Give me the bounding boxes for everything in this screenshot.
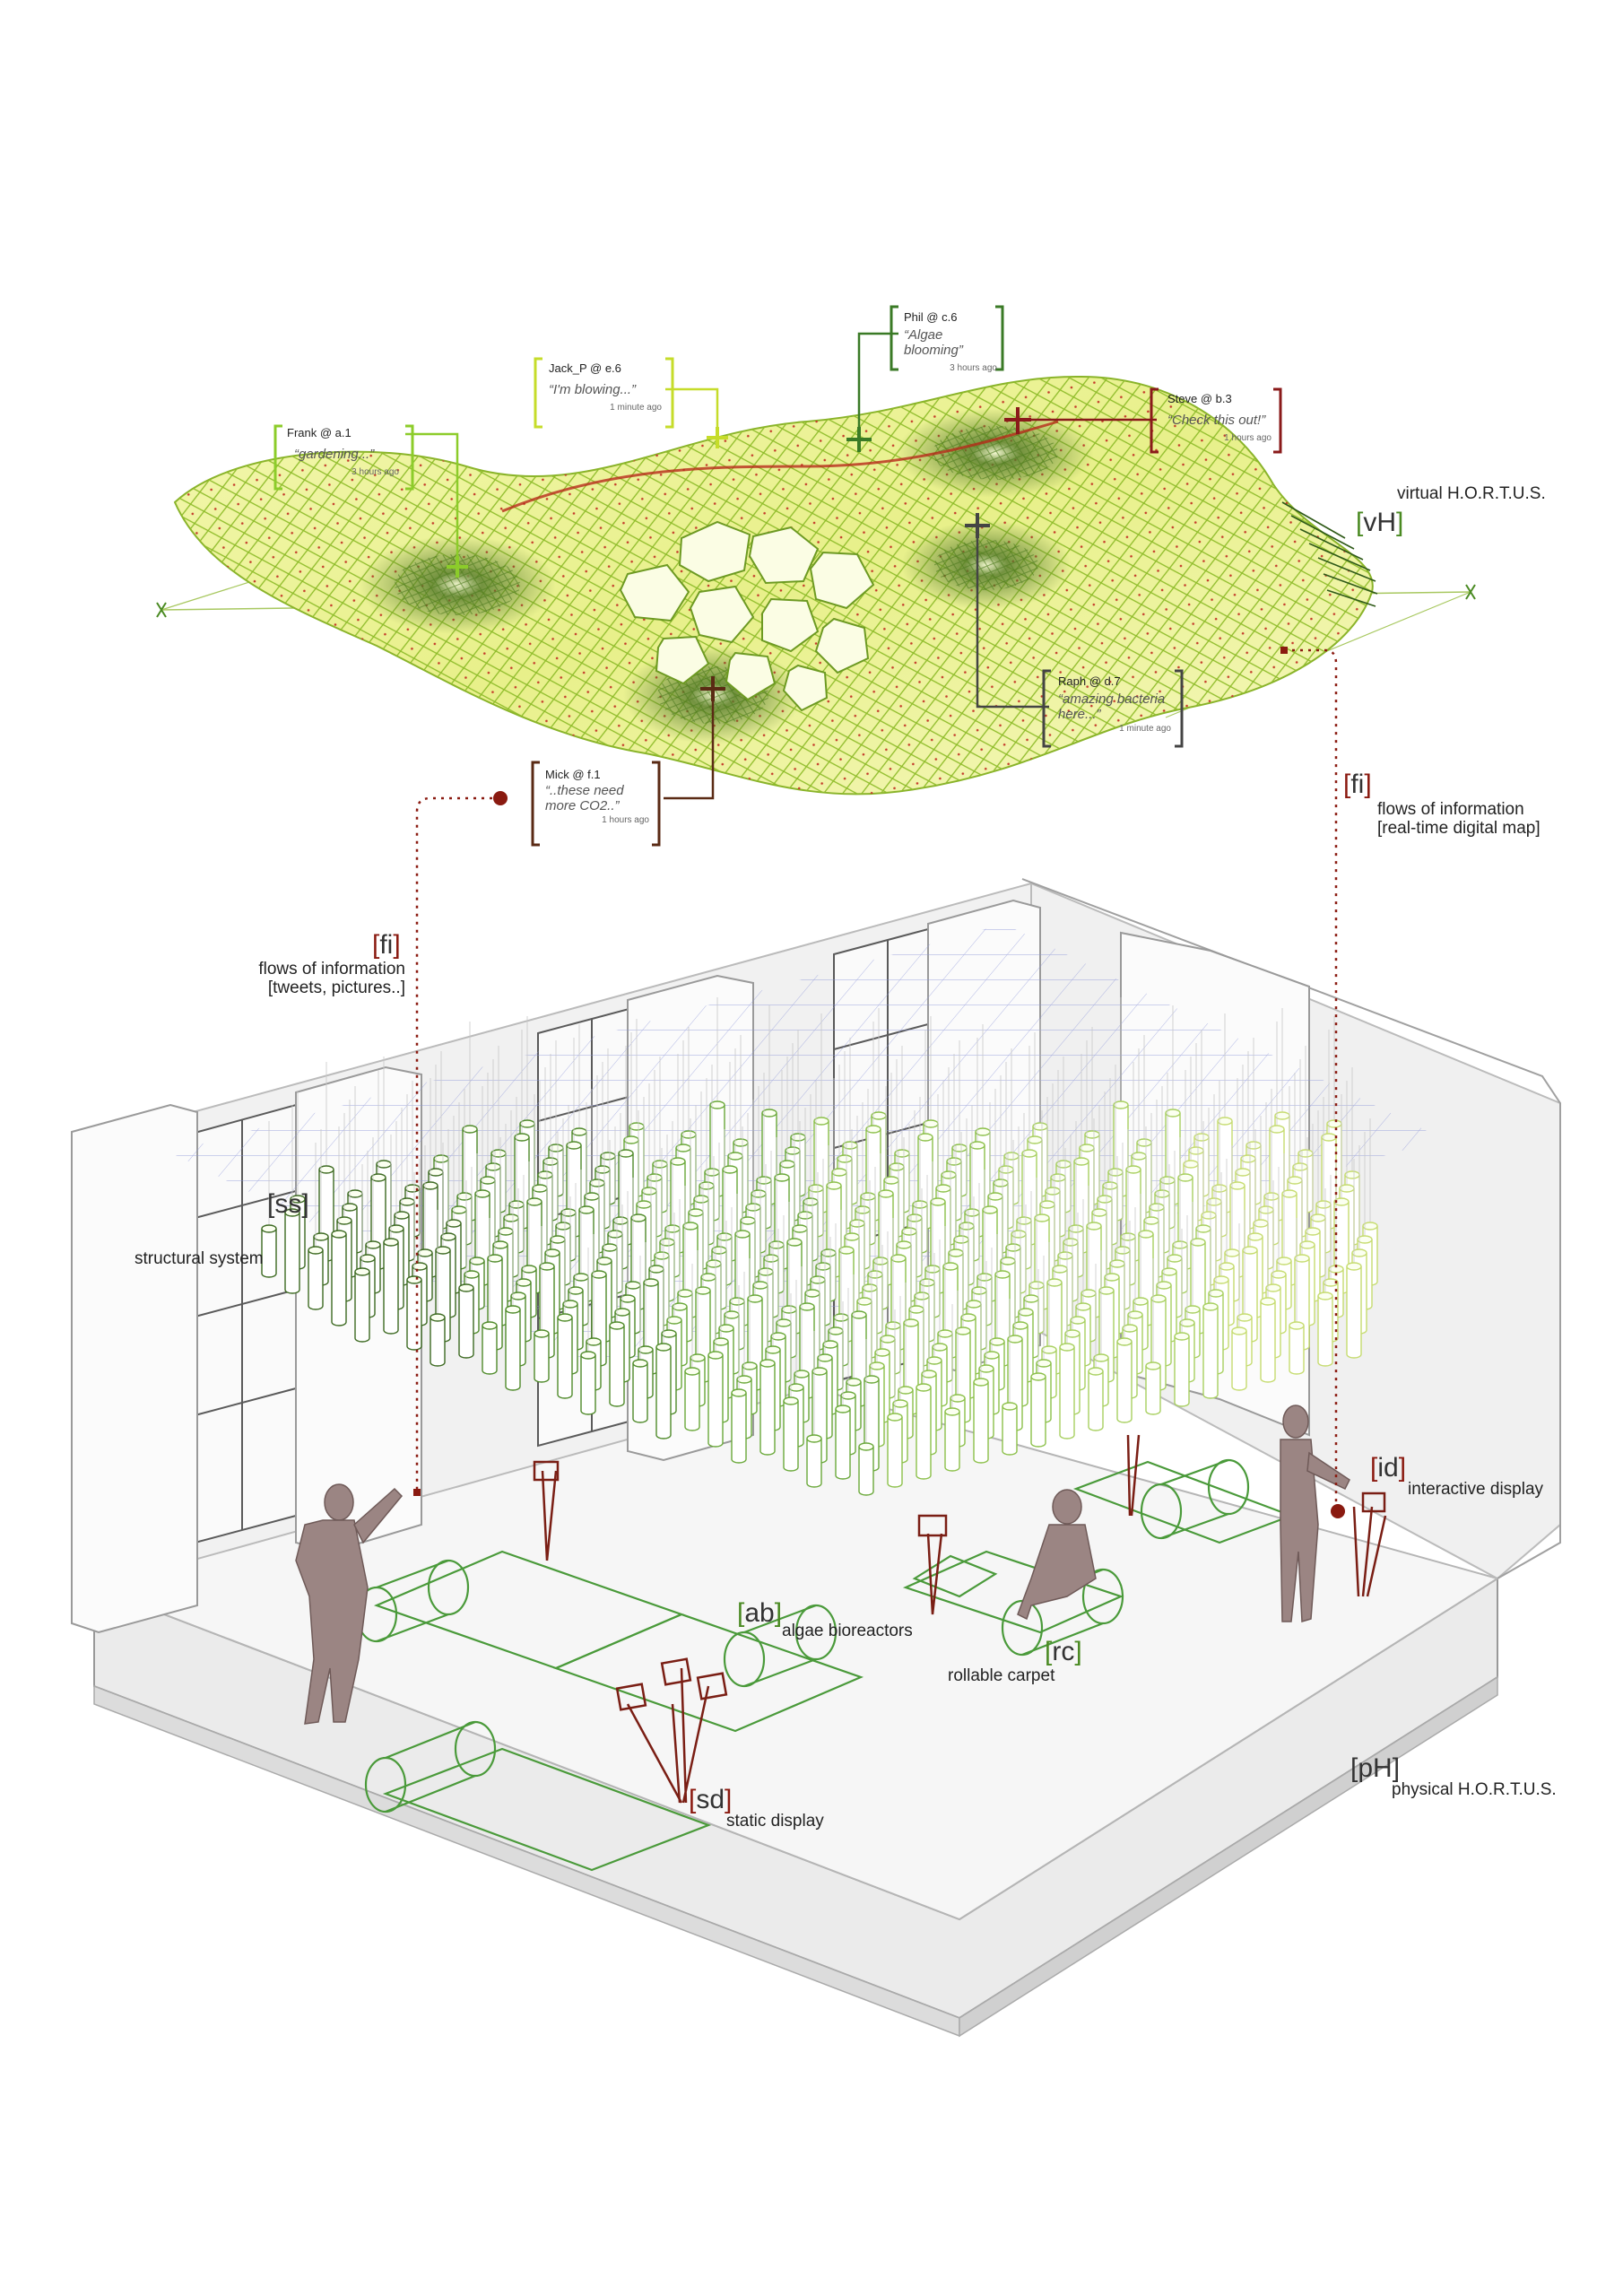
- bioreactor-tube: [806, 1331, 822, 1488]
- bioreactor-tube: [783, 1293, 799, 1472]
- virtual-hortus-label: virtual H.O.R.T.U.S.: [1397, 484, 1546, 503]
- bioreactor-tube: [1116, 1234, 1133, 1423]
- bioreactor-tube: [887, 1309, 903, 1488]
- bioreactor-tube: [1145, 1258, 1161, 1415]
- static-display: [533, 1434, 1387, 1804]
- bioreactor-tube: [731, 1285, 747, 1464]
- virtual-mesh: [156, 375, 1476, 796]
- info-flow-lines: [415, 648, 1338, 1507]
- flows-left-label: flows of information [tweets, pictures..…: [217, 960, 405, 997]
- structural-system-code: [ss]: [267, 1189, 309, 1219]
- flows-right-label: flows of information [real-time digital …: [1377, 800, 1541, 838]
- flows-left-line2: [tweets, pictures..]: [267, 978, 405, 997]
- bioreactor-tube: [916, 1280, 932, 1480]
- algae-bioreactors: [261, 997, 1378, 1496]
- bioreactor-tube: [580, 1248, 596, 1415]
- structural-system-label: structural system: [135, 1249, 264, 1268]
- callout-user: Frank @ a.1: [287, 426, 352, 439]
- flows-left-line1: flows of information: [258, 960, 405, 978]
- algae-bioreactors-label: algae bioreactors: [782, 1622, 913, 1640]
- bioreactor-tube: [354, 1164, 370, 1343]
- bioreactor-tube: [505, 1202, 521, 1391]
- physical-hortus-label: physical H.O.R.T.U.S.: [1392, 1780, 1557, 1799]
- callout-user: Phil @ c.6: [904, 310, 958, 324]
- callout-message-line2: more CO2..”: [545, 798, 620, 813]
- callout-message: “Algae blooming”: [904, 327, 963, 358]
- callout-time: 1 minute ago: [610, 403, 662, 413]
- people-silhouettes: [295, 1405, 1350, 1725]
- bioreactor-tube: [1030, 1269, 1046, 1448]
- bioreactor-tube: [557, 1210, 573, 1399]
- bioreactor-tube: [1088, 1264, 1104, 1431]
- bioreactor-tube: [655, 1239, 672, 1439]
- flows-right-code: [fi]: [1343, 770, 1372, 799]
- callout-time: 1 minute ago: [1119, 724, 1171, 734]
- callout-message-line2: here...”: [1058, 707, 1101, 722]
- bioreactor-tube: [1260, 1194, 1276, 1383]
- bioreactor-tube: [1317, 1188, 1333, 1367]
- callout-user: Steve @ b.3: [1167, 392, 1232, 405]
- static-display-code: [sd]: [689, 1785, 733, 1814]
- callout-time: 1 hours ago: [602, 815, 649, 825]
- bioreactor-tube: [261, 1121, 277, 1278]
- callout-message-line1: “..these need: [545, 783, 624, 798]
- bioreactor-tube: [383, 1135, 399, 1335]
- bioreactor-tube: [458, 1180, 474, 1359]
- bioreactor-tube: [707, 1248, 724, 1448]
- callout-time: 1 hours ago: [1224, 433, 1271, 443]
- bioreactor-tube: [331, 1126, 347, 1326]
- flows-right-line1: flows of information: [1377, 800, 1524, 819]
- callout-frank: Frank @ a.1 “gardening...” 3 hours ago: [287, 426, 399, 477]
- physical-hortus-code: [pH]: [1350, 1753, 1401, 1783]
- bioreactor-tube: [534, 1226, 550, 1383]
- bioreactor-tube: [308, 1143, 324, 1310]
- callout-user: Raph @ d.7: [1058, 674, 1121, 688]
- bioreactor-tube: [759, 1256, 776, 1456]
- interactive-display-code: [id]: [1370, 1453, 1407, 1483]
- bioreactor-tube: [482, 1218, 498, 1375]
- bioreactor-tube: [1346, 1159, 1362, 1359]
- bioreactor-tube: [684, 1264, 700, 1431]
- flows-left-code: [fi]: [372, 930, 401, 960]
- callout-raph: Raph @ d.7 “amazing bacteria here...” 1 …: [1058, 674, 1171, 734]
- bioreactor-tube: [1289, 1218, 1305, 1375]
- bioreactor-tube: [858, 1339, 874, 1496]
- callout-brackets: [273, 305, 1282, 847]
- bioreactor-tube: [632, 1256, 648, 1423]
- bioreactor-tube: [973, 1274, 989, 1464]
- virtual-hortus-code: [vH]: [1356, 508, 1404, 537]
- rollable-carpet-code: [rc]: [1045, 1637, 1082, 1666]
- bioreactor-tube: [284, 1105, 300, 1294]
- bioreactor-tube: [1202, 1199, 1219, 1399]
- callout-user: Mick @ f.1: [545, 768, 601, 781]
- algae-bioreactors-code: [ab]: [737, 1598, 783, 1628]
- callout-user: Jack_P @ e.6: [549, 361, 621, 375]
- callout-phil: Phil @ c.6 “Algae blooming” 3 hours ago: [904, 310, 997, 373]
- callout-jack: Jack_P @ e.6 “I'm blowing...” 1 minute a…: [549, 361, 662, 413]
- bioreactor-tube: [835, 1301, 851, 1480]
- bioreactor-tube: [1002, 1299, 1018, 1456]
- static-display-label: static display: [726, 1812, 824, 1831]
- bioreactor-tube: [1231, 1223, 1247, 1391]
- callout-steve: Steve @ b.3 “Check this out!” 1 hours ag…: [1167, 392, 1271, 443]
- bioreactor-tube: [944, 1304, 960, 1472]
- callout-time: 3 hours ago: [950, 363, 997, 373]
- bioreactor-tube: [609, 1218, 625, 1407]
- bioreactor-tube: [430, 1210, 446, 1367]
- callout-message-line1: “amazing bacteria: [1058, 691, 1166, 707]
- callout-message: “gardening...”: [294, 447, 375, 462]
- rollable-carpet-label: rollable carpet: [948, 1666, 1055, 1685]
- bioreactor-tube: [406, 1172, 422, 1351]
- callout-mick: Mick @ f.1 “..these need more CO2..” 1 h…: [545, 768, 649, 825]
- callout-time: 3 hours ago: [352, 467, 399, 477]
- bioreactor-tube: [1059, 1239, 1075, 1439]
- callout-message: “I'm blowing...”: [549, 382, 637, 397]
- interactive-display-label: interactive display: [1408, 1480, 1544, 1499]
- callout-message: “Check this out!”: [1167, 413, 1266, 428]
- bioreactor-tube: [1174, 1229, 1190, 1407]
- callout-leaders: [405, 332, 1157, 800]
- flows-right-line2: [real-time digital map]: [1377, 819, 1541, 838]
